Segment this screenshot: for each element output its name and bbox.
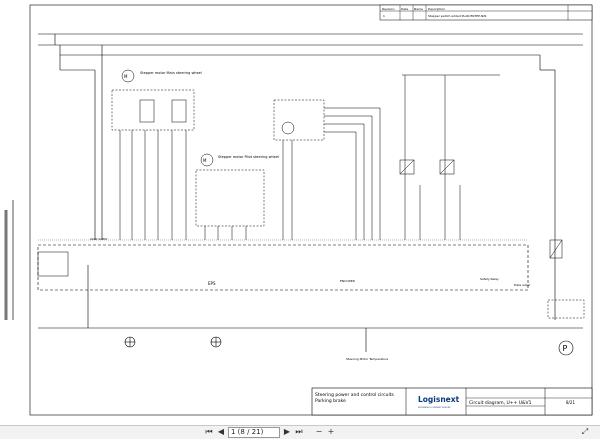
safety-relay-label: Safety Relay	[480, 277, 499, 281]
rev-header-date: Date	[401, 7, 408, 11]
zoom-out-icon[interactable]: −	[315, 427, 323, 436]
zoom-in-icon[interactable]: +	[327, 427, 335, 436]
svg-text:M: M	[124, 74, 128, 79]
circuit-diagram: Revision Date Name Description 1 Stepper…	[4, 4, 593, 416]
sheet-number: 8/21	[566, 400, 575, 405]
stepper-motor-pilot: M	[195, 153, 265, 240]
eps-controller: EPS ENCODER LOGIC SUPPLY Safety Relay	[37, 237, 529, 291]
rev-row-number: 1	[383, 14, 385, 18]
brake-coil	[547, 239, 585, 319]
last-page-icon[interactable]: ⏭	[295, 427, 303, 436]
title-line2: Parking brake	[315, 398, 346, 404]
stepper-main-label: Stepper motor Main steering wheel	[140, 71, 202, 75]
encoder-sensor	[273, 99, 381, 240]
page-indicator[interactable]: 1 (8 / 21)	[228, 427, 280, 438]
mode-indicator: P	[558, 340, 574, 356]
title-block: Steering power and control circuits Park…	[311, 387, 593, 416]
tiller-switches	[399, 74, 500, 240]
drawing-title: Circuit diagram, U++ U&V1	[469, 400, 532, 406]
circuit-sheet: Revision Date Name Description 1 Stepper…	[4, 4, 593, 416]
sheet-frame	[29, 4, 593, 416]
rev-header-revision: Revision	[382, 7, 395, 11]
first-page-icon[interactable]: ⏮	[205, 427, 213, 436]
prev-page-icon[interactable]: ◀	[217, 427, 225, 436]
rev-header-description: Description	[428, 7, 445, 11]
revision-block: Revision Date Name Description 1 Stepper…	[379, 4, 593, 21]
rev-row-description: Stepper switch added PLAN BSTEP-N/N	[428, 14, 486, 18]
encoder-label: ENCODER	[340, 279, 355, 283]
rev-header-name: Name	[414, 7, 423, 11]
mode-letter: P	[563, 344, 568, 353]
next-page-icon[interactable]: ▶	[283, 427, 291, 436]
pdf-viewer-toolbar: ⏮ ◀ 1 (8 / 21) ▶ ⏭ − + ⤢	[0, 425, 600, 439]
stepper-motor-main: M	[111, 69, 195, 240]
brand-logo: Logisnext	[418, 395, 460, 404]
ground-symbols	[124, 328, 367, 352]
stepper-pilot-label: Stepper motor Pilot steering wheel	[218, 155, 279, 159]
title-line1: Steering power and control circuits	[315, 392, 394, 398]
side-note	[4, 200, 14, 320]
logic-supply-label: LOGIC SUPPLY	[90, 237, 108, 241]
svg-text:M: M	[203, 158, 207, 163]
brake-output-label: Brake output	[514, 283, 530, 287]
fullscreen-icon[interactable]: ⤢	[581, 427, 589, 436]
eps-label: EPS	[208, 281, 216, 286]
power-rails	[38, 33, 583, 329]
brand-subtitle: MITSUBISHI LOGISNEXT EUROPE	[418, 407, 451, 409]
motor-temp-label: Steering Motor Temperature	[346, 357, 388, 361]
